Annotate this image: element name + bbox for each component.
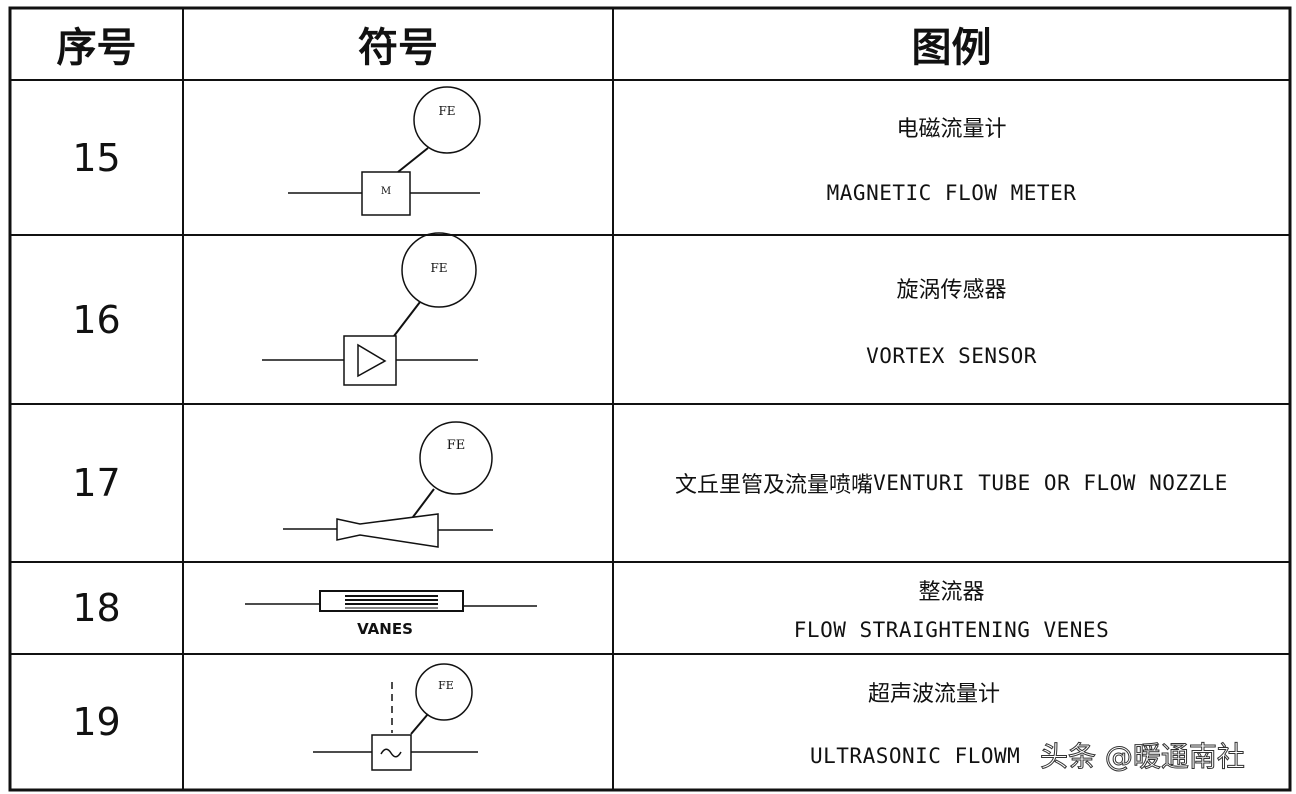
row-index: 16 — [72, 297, 121, 342]
legend-cn: 电磁流量计 — [896, 116, 1007, 142]
vanes-label: VANES — [357, 620, 413, 638]
watermark: 头条 @暖通南社 — [1040, 740, 1246, 774]
legend-cell: 文丘里管及流量喷嘴 VENTURI TUBE OR FLOW NOZZLE — [613, 404, 1290, 562]
vortex-sensor-symbol: FE — [262, 232, 478, 386]
flow-straightener-symbol: VANES — [245, 590, 537, 638]
legend-cn: 超声波流量计 — [868, 682, 1001, 707]
legend-en: VENTURI TUBE OR FLOW NOZZLE — [873, 471, 1228, 495]
legend-en: FLOW STRAIGHTENING VENES — [793, 618, 1110, 642]
legend-en: VORTEX SENSOR — [866, 343, 1037, 368]
legend-cn: 整流器 — [918, 580, 985, 605]
row-index: 19 — [72, 700, 121, 744]
legend-cell: 超声波流量计 ULTRASONIC FLOWM — [613, 654, 1290, 790]
m-label: M — [381, 186, 391, 197]
magnetic-flow-meter-symbol: FE M — [288, 86, 481, 216]
header-legend: 图例 — [911, 25, 992, 71]
legend-cell: 整流器 FLOW STRAIGHTENING VENES — [613, 562, 1290, 654]
fe-label: FE — [438, 679, 454, 692]
fe-label: FE — [438, 104, 455, 118]
header-symbol: 符号 — [358, 25, 438, 71]
row-index: 15 — [72, 135, 121, 180]
legend-cn: 文丘里管及流量喷嘴 — [675, 473, 874, 498]
fe-label: FE — [447, 438, 466, 453]
row-index: 17 — [72, 461, 121, 505]
legend-en: MAGNETIC FLOW METER — [826, 180, 1077, 205]
fe-label: FE — [430, 261, 447, 275]
legend-cell: 电磁流量计 MAGNETIC FLOW METER — [613, 80, 1290, 235]
legend-cell: 旋涡传感器 VORTEX SENSOR — [613, 235, 1290, 404]
row-index: 18 — [72, 586, 121, 630]
header-index: 序号 — [56, 25, 137, 71]
legend-en: ULTRASONIC FLOWM — [810, 744, 1021, 768]
legend-cn: 旋涡传感器 — [896, 277, 1007, 303]
venturi-tube-symbol: FE — [283, 421, 493, 548]
ultrasonic-flowmeter-symbol: FE — [313, 663, 478, 771]
